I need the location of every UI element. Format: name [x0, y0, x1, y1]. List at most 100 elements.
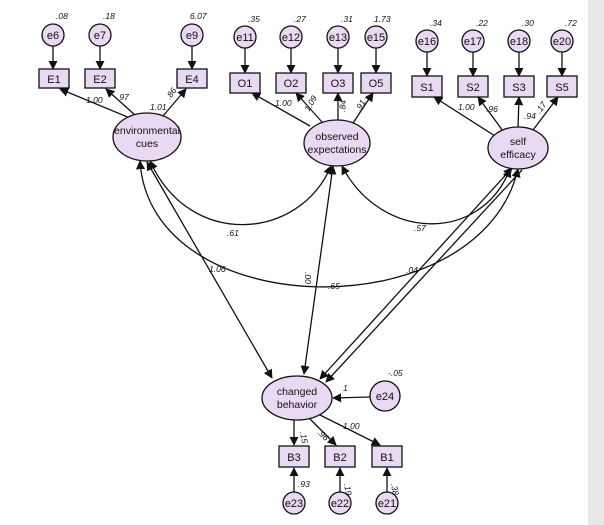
latent-obs-line2: expectations: [308, 144, 367, 156]
indicator-O2-label: O2: [284, 78, 299, 90]
latent-chg-line1: changed: [277, 386, 317, 398]
cov-env-obs-label: .61: [227, 228, 239, 238]
latent-self-efficacy[interactable]: [487, 126, 549, 170]
error-e18-circle[interactable]: [507, 29, 531, 53]
variance-e12: .27: [294, 14, 306, 24]
loading-obs-o2: 1.09: [302, 93, 319, 113]
cov-self-chg-path: [319, 167, 513, 380]
error-e11-circle[interactable]: [233, 25, 257, 49]
self-to-S5-path: [532, 96, 559, 131]
latent-variables: environmental cues observed expectations…: [112, 112, 549, 421]
cov-obs-self-label: .57: [414, 223, 426, 233]
obs-to-O1-path: [251, 92, 311, 127]
latent-self-line1: self: [510, 136, 526, 148]
error-e9-circle[interactable]: [180, 23, 204, 47]
variance-e20: .72: [565, 18, 577, 28]
variance-e13: .31: [341, 14, 353, 24]
indicator-B3-box[interactable]: [278, 445, 310, 468]
error-e16-circle[interactable]: [415, 29, 439, 53]
error-e6-label: e6: [47, 30, 59, 42]
cov-self-chg2-path: [325, 169, 523, 383]
variance-e6: .08: [56, 11, 68, 21]
indicator-E4-label: E4: [185, 74, 198, 86]
error-e22-circle[interactable]: [328, 491, 352, 515]
indicator-S2-box[interactable]: [457, 75, 489, 98]
loading-chg-b3: .15: [298, 431, 310, 445]
error-e21-label: e21: [378, 498, 396, 510]
e24-to-chg-path: [332, 393, 371, 403]
error-e9-label: e9: [186, 30, 198, 42]
error-e21-circle[interactable]: [375, 491, 399, 515]
indicator-B2-label: B2: [333, 452, 346, 464]
indicator-E4-box[interactable]: [176, 68, 208, 89]
loading-obs-o3: .84: [337, 99, 348, 112]
loading-e24-chg: 1: [343, 383, 348, 393]
vertical-scrollbar[interactable]: [588, 0, 604, 525]
loading-self-s1: 1.00: [458, 102, 475, 112]
indicator-O5-box[interactable]: [360, 72, 392, 94]
latent-observed-expectations[interactable]: [303, 119, 371, 167]
loading-self-s3: .94: [524, 111, 536, 121]
latent-changed-behavior[interactable]: [261, 375, 333, 421]
env-to-E2-path: [105, 88, 137, 117]
indicator-E1-box[interactable]: [38, 68, 70, 89]
observed-indicators: E1 E2 E4 O1 O2 O3 O5 S1 S2 S3 S5 B3 B2 B…: [38, 68, 578, 468]
indicator-B1-box[interactable]: [371, 445, 403, 468]
indicator-B3-label: B3: [287, 452, 300, 464]
error-terms: e6 e7 e9 e11 e12 e13 e15 e16 e17 e18 e20…: [41, 23, 574, 515]
error-e24-circle[interactable]: [369, 380, 401, 412]
variance-e9: 6.07: [190, 11, 207, 21]
indicator-S1-box[interactable]: [411, 75, 443, 98]
indicator-E2-box[interactable]: [84, 68, 116, 89]
latent-self-line2: efficacy: [500, 149, 536, 161]
latent-env-line1: environmental: [114, 125, 180, 137]
loading-e23-b3: .93: [298, 479, 310, 489]
loading-chg-b1: 1.00: [343, 421, 360, 431]
error-e17-circle[interactable]: [461, 29, 485, 53]
indicator-S1-label: S1: [420, 82, 433, 94]
indicator-E1-label: E1: [47, 74, 60, 86]
loading-env-e4: 1.01: [150, 102, 167, 112]
chg-to-B2-path: [309, 418, 337, 446]
loading-e22-b2: .19: [342, 483, 354, 497]
error-e6-circle[interactable]: [41, 23, 65, 47]
obs-to-O2-path: [295, 92, 323, 123]
indicator-S5-label: S5: [555, 82, 568, 94]
cov-env-chg-path: [146, 161, 273, 379]
loading-self-s2: .96: [486, 104, 498, 114]
latent-env-line2: cues: [136, 138, 158, 150]
edges: [48, 46, 567, 492]
error-e20-circle[interactable]: [550, 29, 574, 53]
latent-obs-line1: observed: [315, 131, 358, 143]
cov-obs-chg-label: .65: [328, 281, 340, 291]
error-e15-label: e15: [367, 32, 385, 44]
error-e11-label: e11: [236, 32, 254, 44]
latent-environmental-cues[interactable]: [112, 112, 182, 162]
error-e17-label: e17: [464, 36, 482, 48]
indicator-S3-label: S3: [512, 82, 525, 94]
error-e23-circle[interactable]: [282, 491, 306, 515]
indicator-S5-box[interactable]: [546, 75, 578, 98]
loading-env-e4b: .86: [163, 86, 178, 102]
variance-e24: -.05: [388, 368, 403, 378]
variance-e15: 1.73: [374, 14, 391, 24]
error-e7-label: e7: [94, 30, 106, 42]
indicator-O2-box[interactable]: [275, 72, 307, 94]
variance-e7: .18: [103, 11, 115, 21]
indicator-O5-label: O5: [369, 78, 384, 90]
error-e22-label: e22: [331, 498, 349, 510]
error-e13-circle[interactable]: [326, 25, 350, 49]
cov-env-chg-label: 1.06: [209, 264, 226, 274]
indicator-B2-box[interactable]: [324, 445, 356, 468]
indicator-O3-box[interactable]: [322, 72, 354, 94]
error-e12-circle[interactable]: [279, 25, 303, 49]
loading-chg-b2: .96: [316, 427, 332, 443]
indicator-O1-box[interactable]: [229, 72, 261, 94]
error-e15-circle[interactable]: [364, 25, 388, 49]
error-e7-circle[interactable]: [88, 23, 112, 47]
variance-e16: .34: [430, 18, 442, 28]
loading-env-e2: .97: [117, 92, 129, 102]
indicator-S3-box[interactable]: [503, 75, 535, 98]
indicator-O3-label: O3: [331, 78, 346, 90]
